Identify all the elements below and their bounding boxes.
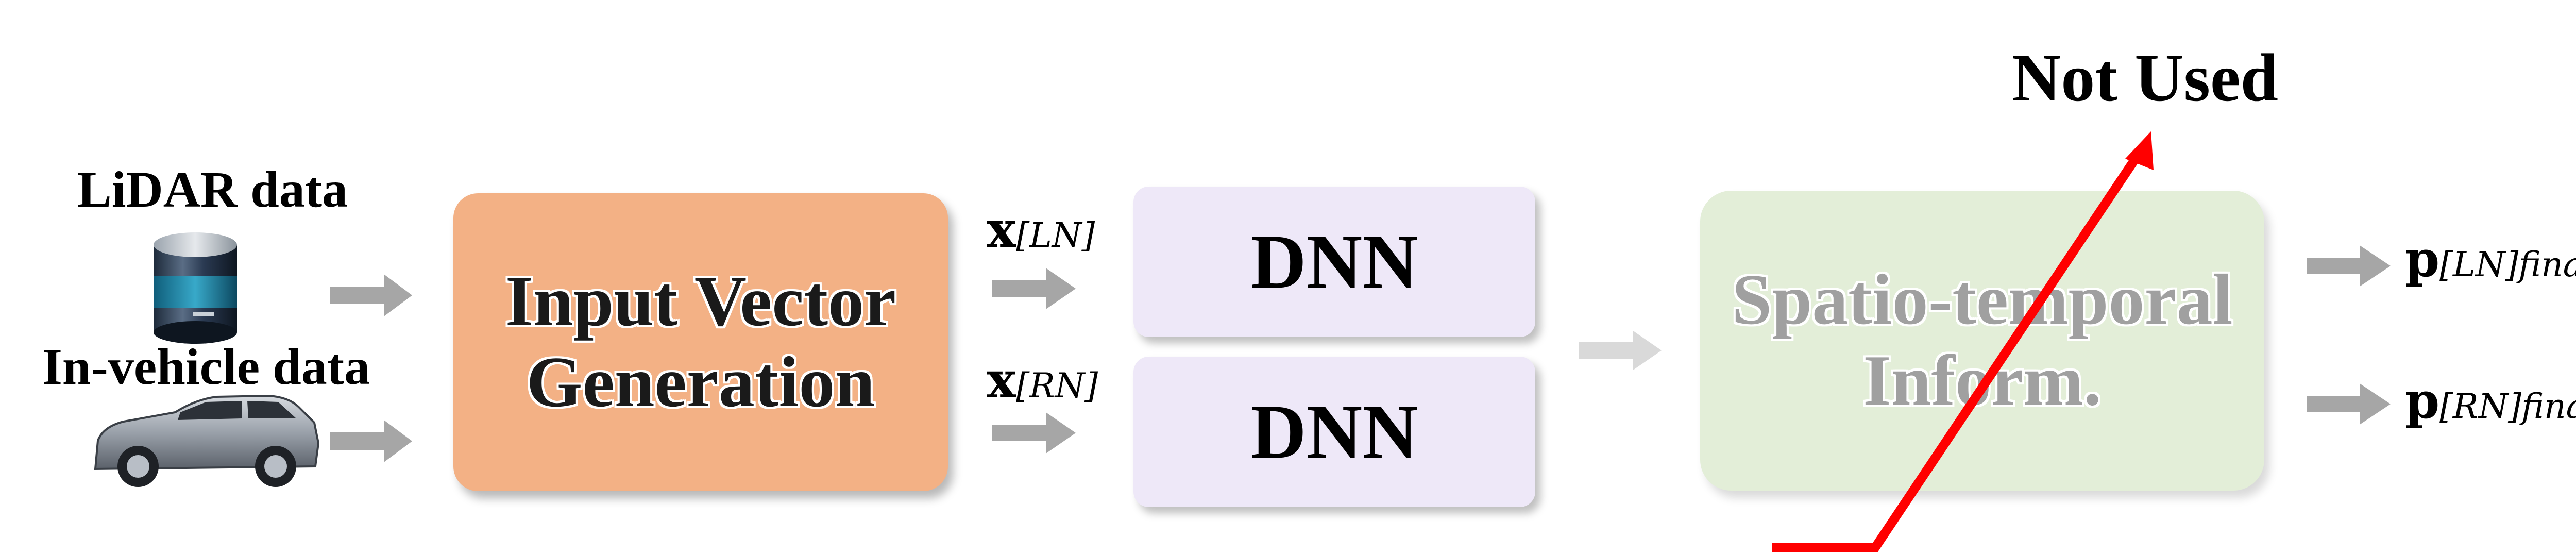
not-used-label: Not Used bbox=[2012, 40, 2278, 115]
output-arrows bbox=[2307, 245, 2391, 425]
x-ln-label: x[LN] bbox=[987, 200, 1095, 259]
dnn-block-bottom: DNN bbox=[1133, 357, 1535, 507]
p-ln-final-label: p[LN]final bbox=[2405, 230, 2576, 288]
spatio-line2: Inform. bbox=[1863, 341, 2102, 421]
dnn-to-spatio-arrow bbox=[1579, 331, 1662, 370]
spatio-line1: Spatio-temporal bbox=[1732, 260, 2233, 340]
in-vehicle-data-label: In-vehicle data bbox=[42, 338, 370, 395]
dnn-block-top: DNN bbox=[1133, 187, 1535, 337]
spatio-temporal-block: Spatio-temporal Inform. bbox=[1700, 191, 2264, 491]
car-icon bbox=[94, 394, 320, 487]
p-rn-final-label: p[RN]final bbox=[2405, 372, 2576, 430]
dnn-top-label: DNN bbox=[1250, 219, 1418, 305]
input-vector-line2: Generation bbox=[526, 342, 875, 422]
x-rn-label: x[RN] bbox=[987, 351, 1098, 409]
input-vector-line1: Input Vector bbox=[505, 261, 896, 342]
lidar-data-label: LiDAR data bbox=[77, 161, 348, 218]
dnn-bottom-label: DNN bbox=[1250, 389, 1418, 475]
input-vector-generation-block: Input Vector Generation bbox=[453, 193, 948, 491]
